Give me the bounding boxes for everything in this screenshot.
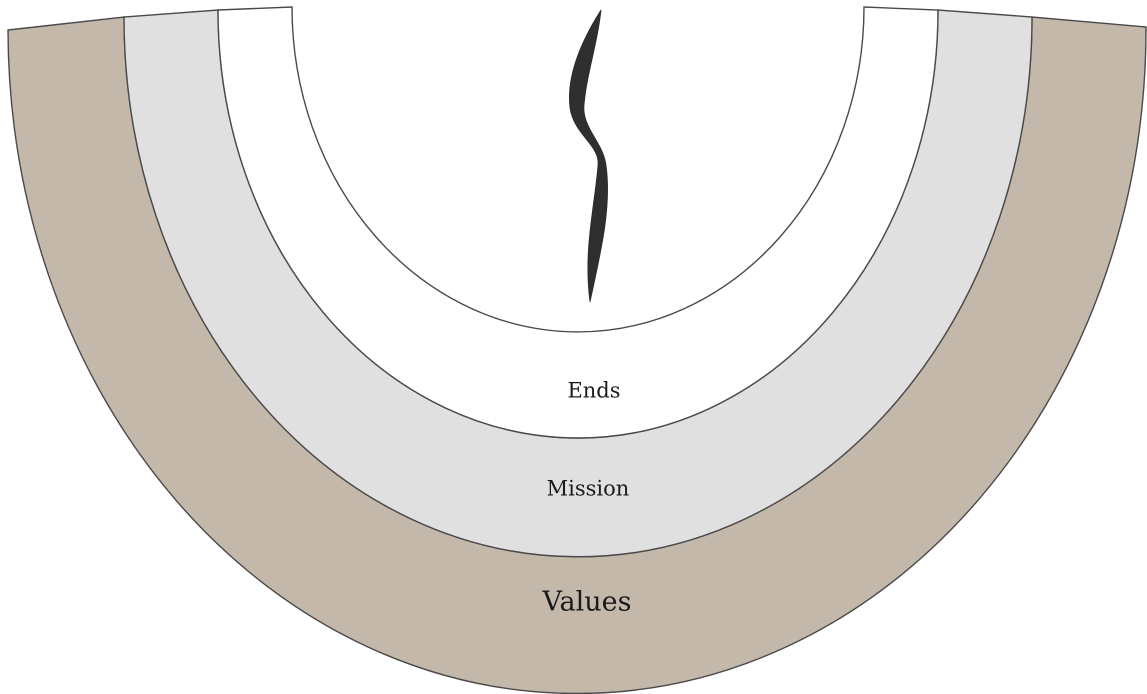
mission-label: Mission (547, 477, 630, 501)
flame-stroke-icon (569, 10, 607, 302)
ends-label: Ends (567, 379, 620, 403)
values-label: Values (542, 587, 632, 618)
